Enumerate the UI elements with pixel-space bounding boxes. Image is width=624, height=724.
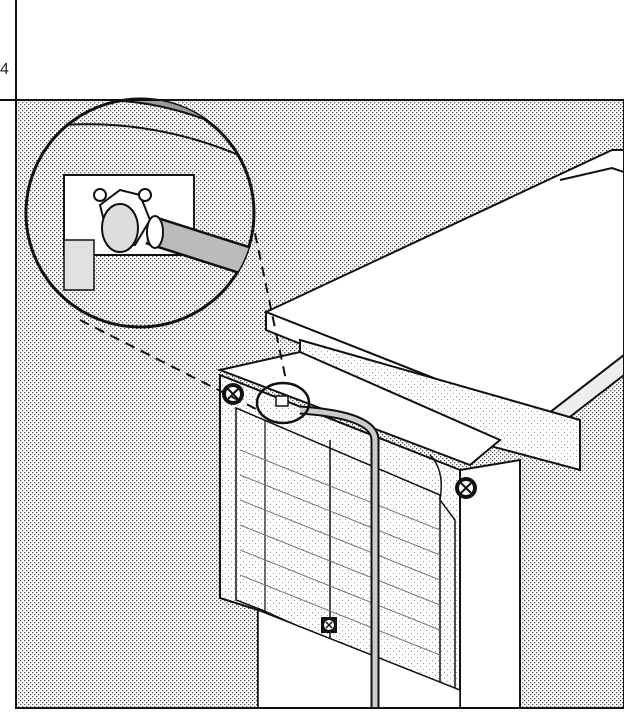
screw-icon-left <box>222 383 244 405</box>
dishwasher-scene <box>79 149 624 708</box>
inlet-connection-highlight <box>255 381 311 425</box>
leader-line-top <box>247 199 287 381</box>
kickplate <box>257 608 461 708</box>
screw-icon-right <box>455 477 477 499</box>
rack-lines <box>239 449 441 656</box>
side-recess <box>429 454 456 700</box>
dishwasher-top <box>216 350 502 467</box>
countertop-notch <box>559 166 624 181</box>
detail-magnifier <box>24 97 256 329</box>
dishwasher-side <box>459 458 521 708</box>
screw-icon-kickplate <box>321 617 337 633</box>
step-number: 4 <box>0 61 9 78</box>
